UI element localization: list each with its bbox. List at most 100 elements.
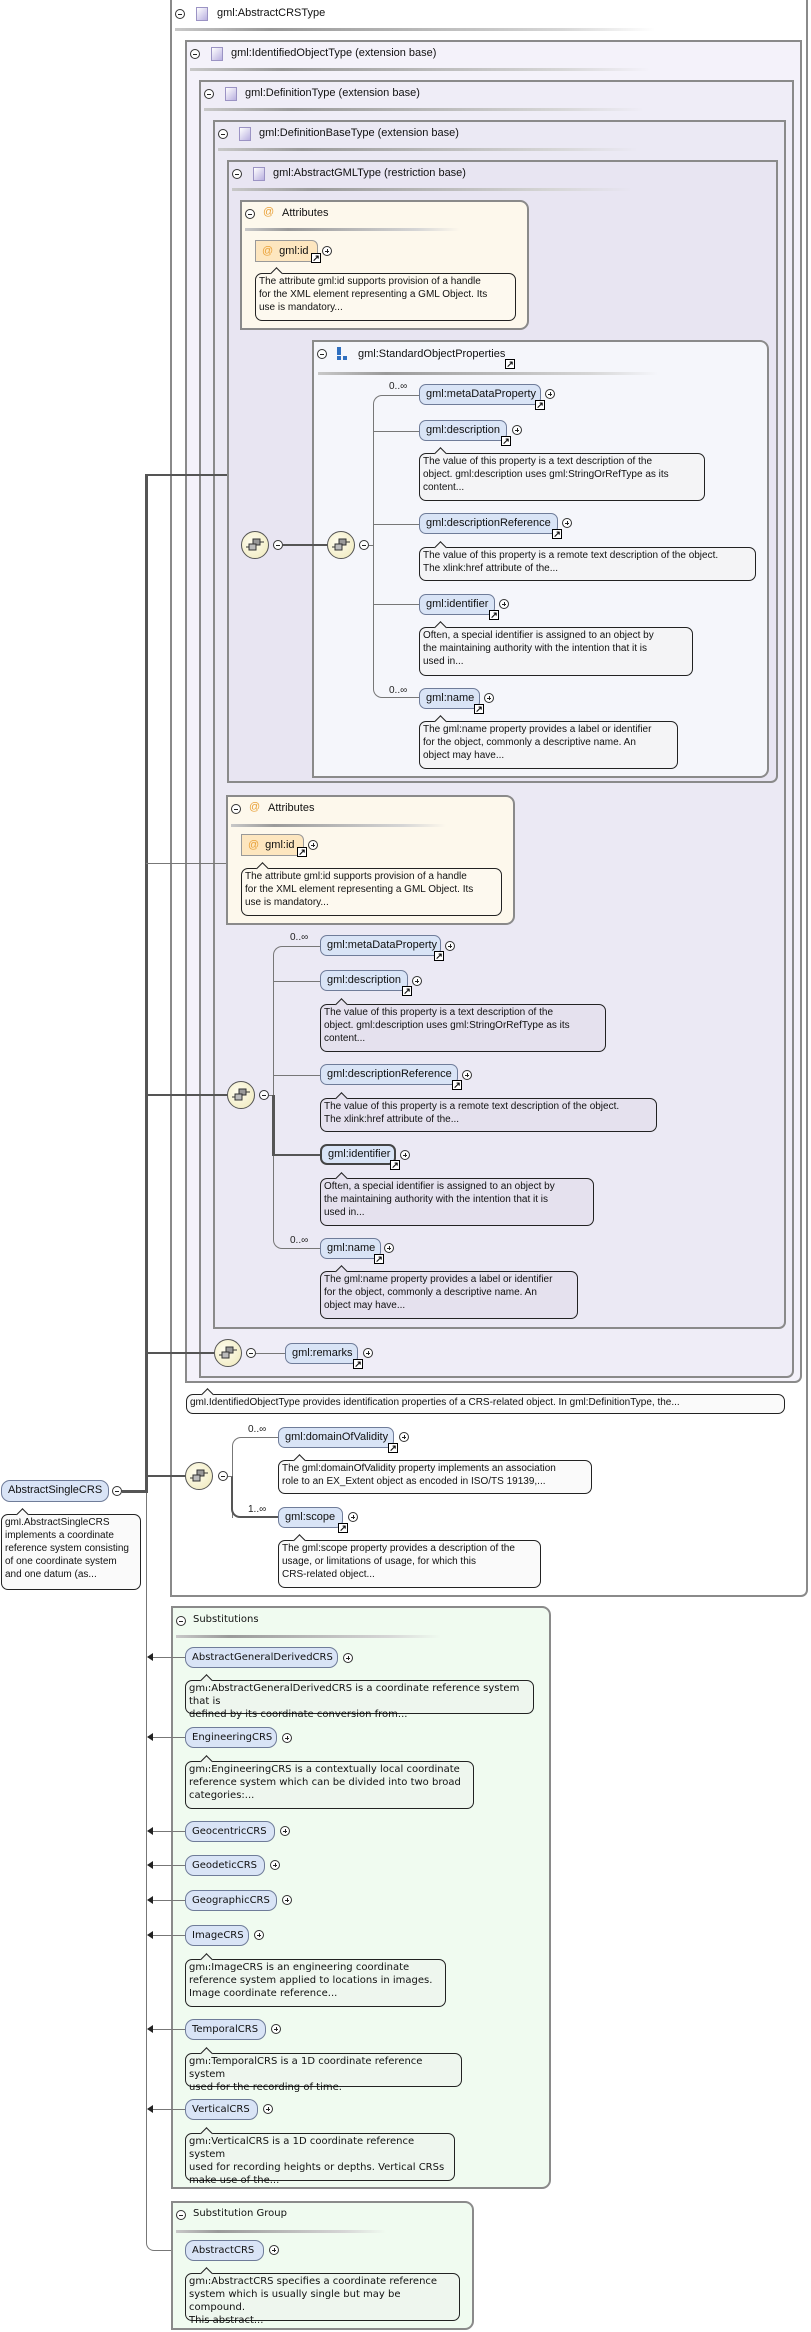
expand-icon[interactable] xyxy=(445,941,455,951)
substitution-temporalcrs[interactable]: TemporalCRS xyxy=(185,2019,266,2040)
sequence-icon[interactable] xyxy=(214,1339,242,1367)
reference-link-icon[interactable]: ↗ xyxy=(501,436,511,446)
type-title: gml:AbstractCRSType xyxy=(217,7,326,19)
divider xyxy=(175,28,655,31)
element-descriptionreference[interactable]: gml:descriptionReference xyxy=(320,1064,458,1085)
element-remarks[interactable]: gml:remarks xyxy=(285,1343,358,1364)
reference-link-icon[interactable]: ↗ xyxy=(338,1523,348,1533)
collapse-icon[interactable] xyxy=(246,1348,256,1358)
substitution-geodeticcrs[interactable]: GeodeticCRS xyxy=(185,1855,265,1876)
collapse-icon[interactable] xyxy=(204,89,214,99)
reference-link-icon[interactable]: ↗ xyxy=(390,1160,400,1170)
expand-icon[interactable] xyxy=(348,1512,358,1522)
element-identifier[interactable]: gml:identifier xyxy=(419,594,495,615)
group-title: gml:StandardObjectProperties xyxy=(358,348,506,360)
sequence-icon[interactable] xyxy=(327,531,355,559)
reference-link-icon[interactable]: ↗ xyxy=(489,610,499,620)
expand-icon[interactable] xyxy=(322,246,332,256)
expand-icon[interactable] xyxy=(343,1653,353,1663)
collapse-icon[interactable] xyxy=(176,2210,186,2220)
expand-icon[interactable] xyxy=(512,425,522,435)
reference-link-icon[interactable]: ↗ xyxy=(311,253,321,263)
substitution-group-abstractcrs[interactable]: AbstractCRS xyxy=(185,2240,264,2261)
element-note: Often, a special identifier is assigned … xyxy=(320,1178,594,1226)
collapse-icon[interactable] xyxy=(176,1616,186,1626)
reference-link-icon[interactable]: ↗ xyxy=(452,1080,462,1090)
element-note: Often, a special identifier is assigned … xyxy=(419,627,693,676)
element-name[interactable]: gml:name xyxy=(320,1238,381,1259)
element-abstractsinglecrs[interactable]: AbstractSingleCRS xyxy=(1,1480,109,1502)
substitution-geographiccrs[interactable]: GeographicCRS xyxy=(185,1890,277,1911)
expand-icon[interactable] xyxy=(484,693,494,703)
substitution-arrow xyxy=(152,1935,185,1936)
expand-icon[interactable] xyxy=(363,1348,373,1358)
sequence-icon[interactable] xyxy=(241,531,269,559)
element-metadataproperty[interactable]: gml:metaDataProperty xyxy=(419,384,541,405)
sequence-icon[interactable] xyxy=(227,1081,255,1109)
divider xyxy=(232,188,632,191)
collapse-icon[interactable] xyxy=(190,49,200,59)
expand-icon[interactable] xyxy=(282,1733,292,1743)
collapse-icon[interactable] xyxy=(218,1471,228,1481)
expand-icon[interactable] xyxy=(562,518,572,528)
reference-link-icon[interactable]: ↗ xyxy=(353,1359,363,1369)
expand-icon[interactable] xyxy=(280,1826,290,1836)
complex-type-icon xyxy=(253,167,265,181)
element-description[interactable]: gml:description xyxy=(320,970,408,991)
element-metadataproperty[interactable]: gml:metaDataProperty xyxy=(320,935,441,956)
reference-link-icon[interactable]: ↗ xyxy=(388,1443,398,1453)
reference-link-icon[interactable]: ↗ xyxy=(535,400,545,410)
expand-icon[interactable] xyxy=(462,1070,472,1080)
sequence-icon[interactable] xyxy=(185,1462,213,1490)
expand-icon[interactable] xyxy=(254,1930,264,1940)
expand-icon[interactable] xyxy=(282,1895,292,1905)
expand-icon[interactable] xyxy=(499,599,509,609)
collapse-icon[interactable] xyxy=(359,540,369,550)
expand-icon[interactable] xyxy=(545,389,555,399)
collapse-icon[interactable] xyxy=(245,209,255,219)
collapse-icon[interactable] xyxy=(317,349,327,359)
base-type-title: gml:DefinitionBaseType (extension base) xyxy=(259,127,459,139)
expand-icon[interactable] xyxy=(269,2245,279,2255)
arrow-left-icon xyxy=(147,2025,153,2033)
collapse-icon[interactable] xyxy=(231,804,241,814)
collapse-icon[interactable] xyxy=(218,129,228,139)
element-scope[interactable]: gml:scope xyxy=(278,1507,343,1528)
substitution-engineeringcrs[interactable]: EngineeringCRS xyxy=(185,1727,277,1748)
expand-icon[interactable] xyxy=(399,1432,409,1442)
element-description[interactable]: gml:description xyxy=(419,420,507,441)
element-note: The value of this property is a remote t… xyxy=(320,1098,657,1132)
reference-link-icon[interactable]: ↗ xyxy=(374,1254,384,1264)
element-domainofvalidity[interactable]: gml:domainOfValidity xyxy=(278,1427,394,1448)
arrow-left-icon xyxy=(147,1931,153,1939)
substitution-verticalcrs[interactable]: VerticalCRS xyxy=(185,2099,258,2120)
collapse-icon[interactable] xyxy=(175,9,185,19)
reference-link-icon[interactable]: ↗ xyxy=(505,359,515,369)
reference-link-icon[interactable]: ↗ xyxy=(552,529,562,539)
reference-link-icon[interactable]: ↗ xyxy=(297,847,307,857)
substitution-abstractgeneralderivedcrs[interactable]: AbstractGeneralDerivedCRS xyxy=(185,1647,338,1668)
reference-link-icon[interactable]: ↗ xyxy=(402,986,412,996)
expand-icon[interactable] xyxy=(263,2104,273,2114)
element-name[interactable]: gml:name xyxy=(419,688,480,709)
expand-icon[interactable] xyxy=(412,976,422,986)
expand-icon[interactable] xyxy=(308,840,318,850)
element-identifier[interactable]: gml:identifier xyxy=(320,1144,396,1165)
attribute-gml-id[interactable]: @gml:id xyxy=(241,834,304,856)
substitution-geocentriccrs[interactable]: GeocentricCRS xyxy=(185,1821,275,1842)
expand-icon[interactable] xyxy=(270,1860,280,1870)
expand-icon[interactable] xyxy=(271,2024,281,2034)
reference-link-icon[interactable]: ↗ xyxy=(434,951,444,961)
reference-link-icon[interactable]: ↗ xyxy=(474,704,484,714)
collapse-icon[interactable] xyxy=(273,540,283,550)
occurrence-label: 0..∞ xyxy=(290,1235,309,1246)
substitution-imagecrs[interactable]: ImageCRS xyxy=(185,1925,249,1946)
collapse-icon[interactable] xyxy=(112,1486,122,1496)
element-descriptionreference[interactable]: gml:descriptionReference xyxy=(419,513,558,534)
collapse-icon[interactable] xyxy=(259,1090,269,1100)
expand-icon[interactable] xyxy=(384,1243,394,1253)
collapse-icon[interactable] xyxy=(232,169,242,179)
attribute-gml-id[interactable]: @gml:id xyxy=(255,240,318,262)
substitution-group-title: Substitution Group xyxy=(193,2208,287,2219)
expand-icon[interactable] xyxy=(400,1150,410,1160)
